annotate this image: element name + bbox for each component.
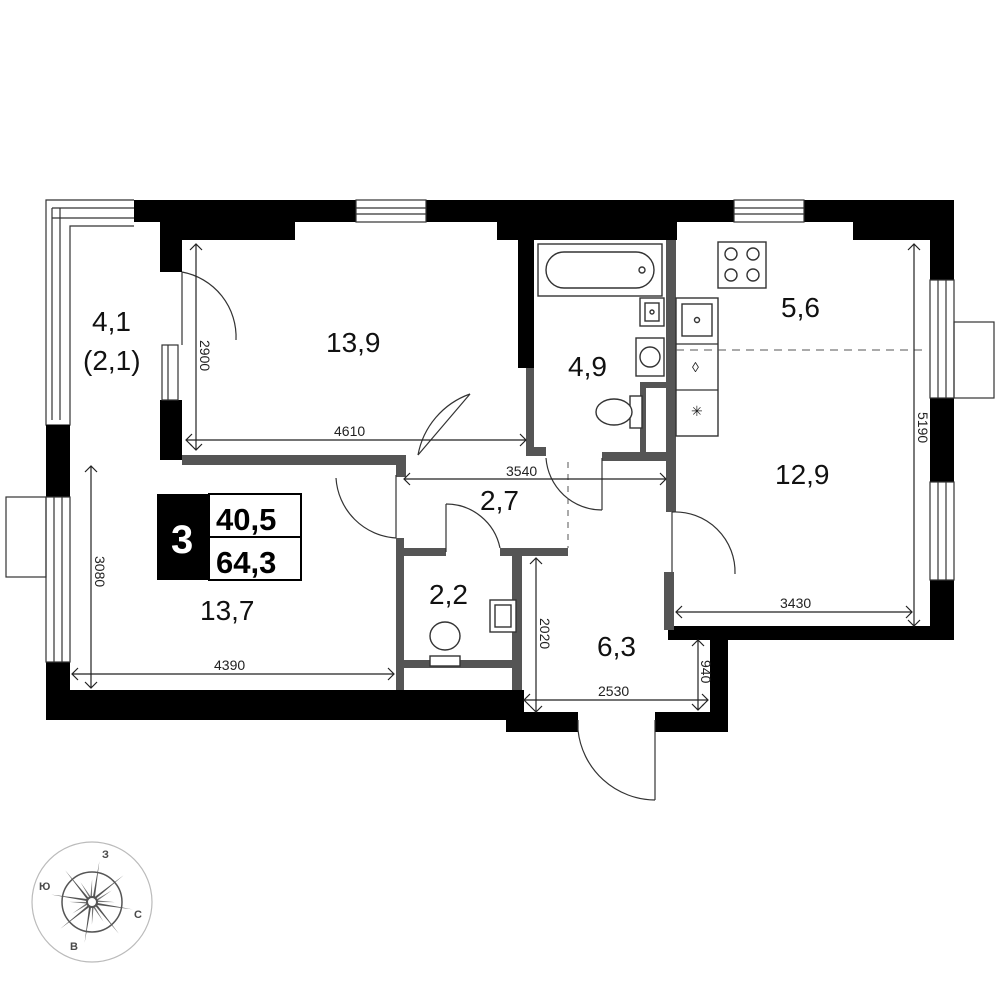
compass-label-east: В <box>70 941 78 953</box>
dimension-labels: 2900 4610 3540 5190 3430 3080 4390 2020 … <box>92 340 931 699</box>
dim-940: 940 <box>698 660 714 684</box>
room-area-wc: 2,2 <box>429 579 468 610</box>
compass-label-west: З <box>102 849 109 861</box>
total-area: 64,3 <box>216 545 276 580</box>
doors <box>181 271 736 801</box>
room-area-loggia: 4,1 <box>92 306 131 337</box>
bathtub <box>537 243 663 297</box>
dim-3540: 3540 <box>506 463 537 479</box>
dim-4610: 4610 <box>334 423 365 439</box>
toilet-wc <box>429 621 461 667</box>
kitchen-counter: ◊ ✳ <box>675 297 719 437</box>
washbasin-bathroom <box>639 297 665 327</box>
dim-5190: 5190 <box>915 412 931 443</box>
dim-3430: 3430 <box>780 595 811 611</box>
living-area: 40,5 <box>216 502 276 537</box>
washbasin-wc <box>489 599 517 633</box>
room-area-bedroom-top: 13,9 <box>326 327 381 358</box>
dim-4390: 4390 <box>214 657 245 673</box>
rooms-count: 3 <box>171 518 193 562</box>
windows <box>5 199 995 663</box>
room-area-bedroom-bottom: 13,7 <box>200 595 255 626</box>
dim-2020: 2020 <box>537 618 553 649</box>
room-area-living: 12,9 <box>775 459 830 490</box>
room-area-kitchen: 5,6 <box>781 292 820 323</box>
svg-text:✳: ✳ <box>691 403 703 419</box>
washing-machine <box>635 337 665 377</box>
compass-label-south: Ю <box>39 881 50 893</box>
toilet-bathroom <box>595 395 643 429</box>
room-area-bathroom: 4,9 <box>568 351 607 382</box>
room-labels: 4,1 (2,1) 13,9 4,9 5,6 12,9 2,7 2,2 6,3 … <box>83 292 830 662</box>
exterior-walls <box>46 200 954 732</box>
dimension-lines <box>71 243 921 713</box>
dim-3080: 3080 <box>92 556 108 587</box>
stove <box>717 241 767 289</box>
compass-icon: З Ю С В <box>31 841 153 963</box>
room-area-corridor: 2,7 <box>480 485 519 516</box>
room-area-loggia-reduced: (2,1) <box>83 345 141 376</box>
room-area-hall: 6,3 <box>597 631 636 662</box>
partitions <box>182 240 676 690</box>
dim-2530: 2530 <box>598 683 629 699</box>
svg-text:◊: ◊ <box>692 359 699 375</box>
dim-2900: 2900 <box>197 340 213 371</box>
area-badge: 3 40,5 64,3 <box>157 493 302 581</box>
compass-label-north: С <box>134 909 142 921</box>
